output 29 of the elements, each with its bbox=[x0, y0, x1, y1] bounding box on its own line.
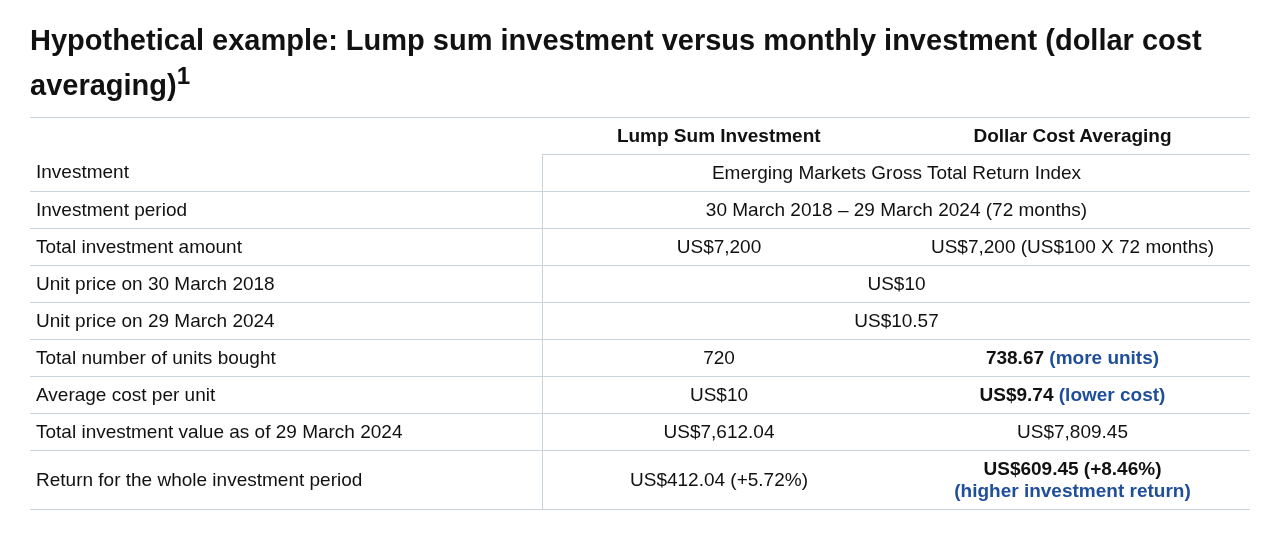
cell-value: US$7,612.04 bbox=[663, 420, 775, 442]
cell-value: US$10 bbox=[867, 272, 926, 294]
row-label: Total number of units bought bbox=[36, 346, 276, 368]
cell-value: 738.67 bbox=[985, 346, 1045, 368]
row-label: Investment bbox=[36, 161, 129, 183]
cell-value: US$412.04 (+5.72%) bbox=[630, 468, 808, 490]
cell-value: US$7,200 bbox=[676, 235, 762, 257]
cell-value: US$9.74 bbox=[979, 383, 1054, 405]
row-label: Unit price on 29 March 2024 bbox=[36, 309, 275, 331]
emphasis-note: (lower cost) bbox=[1058, 383, 1166, 405]
row-label: Average cost per unit bbox=[36, 383, 216, 405]
emphasis-note: (more units) bbox=[1049, 346, 1160, 368]
cell-value: US$609.45 (+8.46%) bbox=[982, 457, 1163, 480]
emphasis-note: (higher investment return) bbox=[953, 479, 1192, 502]
cell-value: Emerging Markets Gross Total Return Index bbox=[711, 161, 1082, 183]
cell-value: US$10.57 bbox=[854, 309, 939, 331]
row-label: Unit price on 30 March 2018 bbox=[36, 272, 275, 294]
row-label: Investment period bbox=[36, 198, 188, 220]
cell-value: 30 March 2018 – 29 March 2024 (72 months) bbox=[705, 198, 1088, 220]
cell-value: US$7,200 (US$100 X 72 months) bbox=[930, 235, 1215, 257]
row-label: Total investment amount bbox=[36, 235, 242, 257]
cell-value: 720 bbox=[703, 346, 735, 368]
cell-value: US$7,809.45 bbox=[1017, 420, 1128, 442]
column-header: Dollar Cost Averaging bbox=[973, 124, 1172, 146]
row-label: Total investment value as of 29 March 2024 bbox=[36, 420, 403, 442]
column-header: Lump Sum Investment bbox=[616, 124, 821, 146]
title: Hypothetical example: Lump sum investment versus monthly investment (dollar cost averaging)$^{1}$ bbox=[30, 23, 1203, 103]
row-label: Return for the whole investment period bbox=[36, 468, 363, 490]
cell-value: US$10 bbox=[689, 383, 749, 405]
